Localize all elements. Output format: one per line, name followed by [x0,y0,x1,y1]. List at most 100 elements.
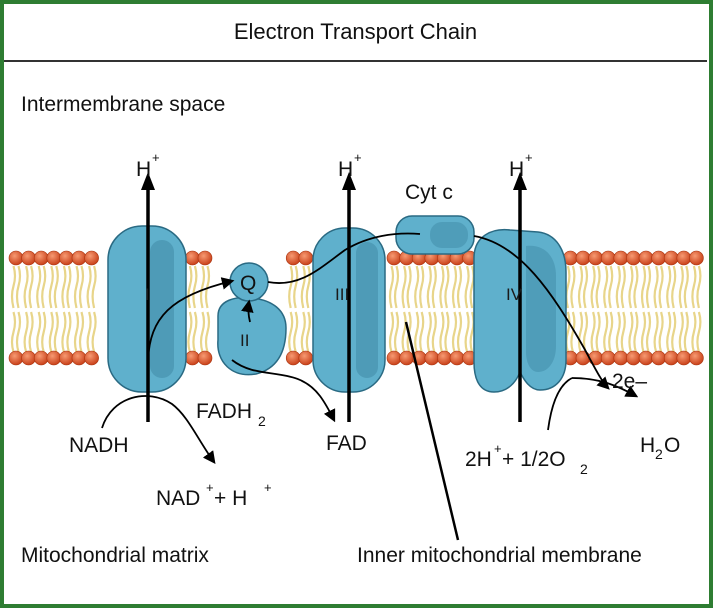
arrow-q-to-iii [267,232,421,284]
lipid-tail [683,265,689,309]
lipid-tail [658,265,664,309]
lipid-tail [633,265,639,309]
water-label-h: H [640,434,655,457]
lipid-head [663,350,679,366]
lipid-tail [628,311,634,353]
lipid-tail [61,265,67,309]
lipid-tail [187,311,193,353]
lipid-tail [666,311,672,353]
nad-proton-label: + H [214,487,247,510]
lipid-tail [78,311,85,353]
arrow-to-water [571,377,639,398]
complex-i: I [107,172,187,422]
lipid-head [84,250,99,266]
complex-iii: III [312,172,386,422]
lipid-tail [696,311,702,353]
lipid-head [449,350,465,366]
proton-charge-i: + [152,150,160,165]
lipid-tail [615,311,621,353]
lipid-head [386,350,402,366]
lipid-head [46,350,62,366]
lipid-bilayer [8,250,704,366]
lipid-tail [653,311,659,353]
lipid-tail [590,265,596,309]
lipid-tail [10,265,17,309]
lipid-tail [300,311,306,353]
lipid-head [638,350,654,366]
proton-label-i: H [136,158,151,181]
lipid-tail [570,265,576,309]
oxygen-subscript: 2 [580,461,588,477]
lipid-tail [192,265,198,309]
complex-ii: II [217,296,287,376]
lipid-tail [86,311,92,353]
lipid-tail [66,265,72,309]
lipid-head [588,250,603,266]
lipid-tail [678,311,684,353]
lipid-tail [565,265,571,309]
lipid-tail [608,311,614,353]
lipid-tail [620,311,626,353]
lipid-head [298,350,314,366]
lipid-head [613,350,629,366]
lipid-tail [204,311,211,353]
lipid-tail [640,311,647,353]
lipid-tail [683,311,689,353]
lipid-tail [439,311,445,353]
lipid-head [626,350,641,366]
lipid-tail [41,265,47,309]
lipid-head [437,350,452,366]
proton-charge-iv: + [525,150,533,165]
complex-ii-label: II [240,331,249,350]
ubiquinone-q: Q [229,262,269,302]
lipid-tail [53,311,59,353]
cytochrome-c: Cyt c [395,181,475,255]
water-subscript: 2 [655,446,663,462]
lipid-head [613,250,629,266]
lipid-tail [15,311,22,353]
lipid-tail [628,265,634,309]
complex-iii-label: III [335,285,349,304]
nad-proton-charge: + [264,480,272,495]
oxygen-protons-charge: + [494,441,502,456]
lipid-tail [23,311,29,353]
lipid-tail [388,265,395,309]
lipid-tail [288,265,294,309]
diagram-title: Electron Transport Chain [233,19,478,44]
lipid-tail [199,265,206,309]
complex-iv-arrowhead [513,172,527,190]
lipid-head [424,350,440,366]
arrow-cytc-to-iv [473,235,610,390]
lipid-head [626,250,641,266]
lipid-tail [451,311,458,353]
lipid-head [71,250,87,266]
lipid-tail [671,265,677,309]
lipid-tail [444,311,450,353]
lipid-tail [300,265,306,309]
lipid-tail [393,265,400,309]
lipid-head [8,250,24,266]
lipid-tail [590,311,596,353]
lipid-head [46,250,62,266]
lipid-head [8,350,24,366]
lipid-head [575,350,591,366]
arrow-fadh2-to-fad [231,359,336,423]
lipid-tail [48,311,54,353]
arrow-nadh-to-q [147,277,235,361]
lipid-tail [414,265,420,309]
lipid-tail [28,265,34,309]
lipid-tail [577,265,584,309]
lipid-tail [388,311,395,353]
oxygen-label: + 1/2O [502,448,566,471]
lipid-tail [691,311,697,353]
lipid-head [399,350,414,366]
lipid-tail [305,265,311,309]
lipid-tail [431,265,437,309]
lipid-tail [633,311,639,353]
cyt-c-label: Cyt c [405,181,453,204]
complex-i-label: I [145,285,150,304]
lipid-tail [620,265,626,309]
lipid-tail [666,265,672,309]
lipid-tail [293,265,299,309]
